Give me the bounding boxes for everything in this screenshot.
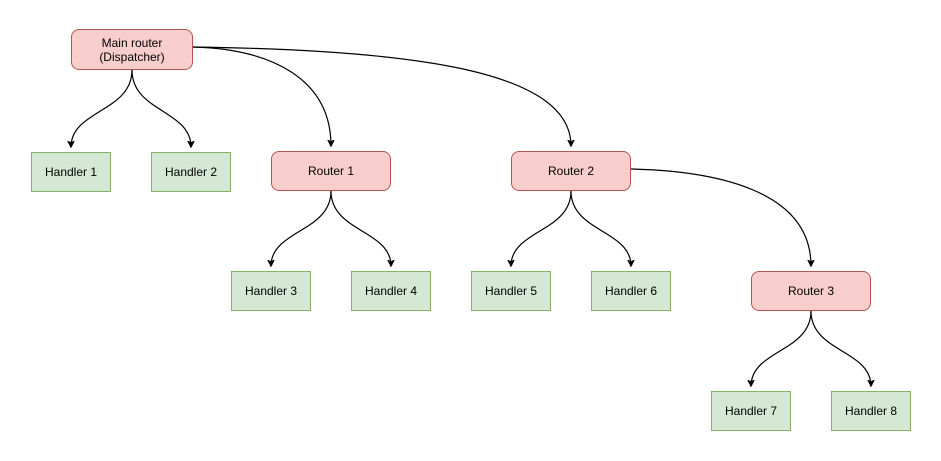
node-handler-8[interactable]: Handler 8 bbox=[831, 391, 911, 431]
node-handler-6-label: Handler 6 bbox=[604, 284, 658, 298]
edge-main-router-to-router-2 bbox=[192, 46, 571, 146]
node-router-2[interactable]: Router 2 bbox=[511, 151, 631, 191]
node-router-1[interactable]: Router 1 bbox=[271, 151, 391, 191]
node-router-3-label: Router 3 bbox=[787, 284, 835, 298]
edge-router-3-to-handler-8 bbox=[810, 310, 871, 386]
node-handler-4-label: Handler 4 bbox=[364, 284, 418, 298]
edge-router-3-to-handler-7 bbox=[751, 310, 812, 386]
node-handler-8-label: Handler 8 bbox=[844, 404, 898, 418]
edge-router-1-to-handler-4 bbox=[330, 190, 391, 266]
node-main-router[interactable]: Main router (Dispatcher) bbox=[71, 29, 193, 70]
node-handler-6[interactable]: Handler 6 bbox=[591, 271, 671, 311]
edge-router-2-to-handler-6 bbox=[570, 190, 631, 266]
node-handler-3[interactable]: Handler 3 bbox=[231, 271, 311, 311]
node-handler-3-label: Handler 3 bbox=[244, 284, 298, 298]
edge-main-router-to-handler-2 bbox=[131, 69, 191, 147]
node-handler-7[interactable]: Handler 7 bbox=[711, 391, 791, 431]
node-handler-5-label: Handler 5 bbox=[484, 284, 538, 298]
edge-router-1-to-handler-3 bbox=[271, 190, 332, 266]
node-handler-1[interactable]: Handler 1 bbox=[31, 152, 111, 192]
node-handler-4[interactable]: Handler 4 bbox=[351, 271, 431, 311]
edge-router-2-to-router-3 bbox=[630, 168, 811, 266]
node-handler-2[interactable]: Handler 2 bbox=[151, 152, 231, 192]
node-handler-7-label: Handler 7 bbox=[724, 404, 778, 418]
node-handler-2-label: Handler 2 bbox=[164, 165, 218, 179]
node-main-router-label: Main router (Dispatcher) bbox=[99, 35, 165, 64]
node-router-2-label: Router 2 bbox=[547, 164, 595, 178]
node-handler-1-label: Handler 1 bbox=[44, 165, 98, 179]
node-router-3[interactable]: Router 3 bbox=[751, 271, 871, 311]
edge-main-router-to-router-1 bbox=[192, 46, 331, 146]
node-handler-5[interactable]: Handler 5 bbox=[471, 271, 551, 311]
node-router-1-label: Router 1 bbox=[307, 164, 355, 178]
edge-main-router-to-handler-1 bbox=[71, 69, 133, 147]
edge-router-2-to-handler-5 bbox=[511, 190, 572, 266]
